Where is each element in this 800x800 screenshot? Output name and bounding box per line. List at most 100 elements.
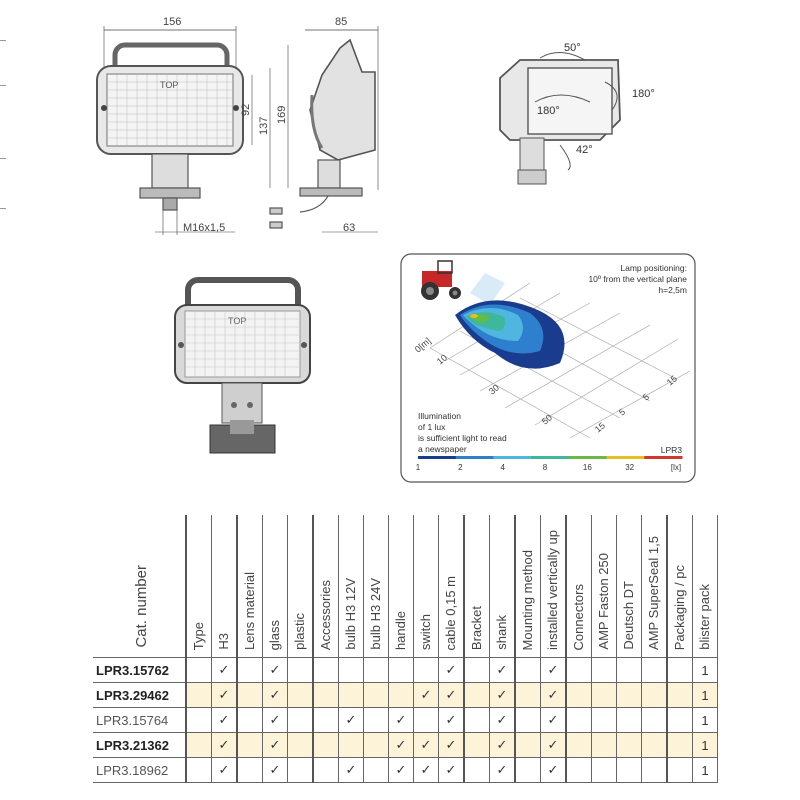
color-scale-label: 16 bbox=[583, 463, 592, 472]
table-cell bbox=[287, 707, 314, 733]
table-cell bbox=[185, 707, 212, 733]
table-cell: ✓ bbox=[489, 707, 516, 733]
table-cell bbox=[463, 757, 490, 783]
table-cell bbox=[338, 657, 364, 683]
column-header-label: Accessories bbox=[318, 579, 333, 650]
table-cell bbox=[616, 707, 642, 733]
table-cell bbox=[565, 707, 592, 733]
pack-quantity: 1 bbox=[701, 737, 709, 753]
check-mark-icon: ✓ bbox=[547, 712, 559, 727]
column-header-label: Lens material bbox=[242, 571, 257, 650]
table-cell: 1 bbox=[692, 682, 718, 708]
top-label-photo: TOP bbox=[228, 316, 246, 326]
cat-number: LPR3.21362 bbox=[96, 737, 169, 753]
table-cell: ✓ bbox=[489, 732, 516, 758]
column-header: handle bbox=[388, 515, 414, 658]
column-header-label: AMP Faston 250 bbox=[596, 553, 611, 650]
color-scale-segment bbox=[455, 456, 494, 459]
table-cell: ✓ bbox=[438, 732, 465, 758]
column-header-label: Mounting method bbox=[520, 549, 535, 650]
color-scale-segment bbox=[606, 456, 645, 459]
check-mark-icon: ✓ bbox=[496, 712, 508, 727]
table-cell bbox=[591, 757, 617, 783]
check-mark-icon: ✓ bbox=[445, 737, 457, 752]
table-cell: ✓ bbox=[338, 757, 364, 783]
table-cell bbox=[666, 757, 693, 783]
column-header-label: Bracket bbox=[469, 605, 484, 650]
table-cell: ✓ bbox=[388, 757, 414, 783]
table-cell bbox=[363, 707, 389, 733]
cat-number: LPR3.29462 bbox=[96, 687, 169, 703]
table-cell bbox=[312, 657, 339, 683]
column-header-label: bulb H3 12V bbox=[343, 578, 358, 650]
column-header-label: cable 0,15 m bbox=[443, 575, 458, 650]
table-cell: ✓ bbox=[413, 682, 439, 708]
table-cell: 1 bbox=[692, 657, 718, 683]
table-cell: 1 bbox=[692, 707, 718, 733]
cat-number-cell: LPR3.29462 bbox=[93, 682, 187, 708]
note-line3: is sufficient light to read bbox=[418, 433, 507, 443]
axis-30: 30 bbox=[487, 382, 501, 396]
angle-180-left: 180° bbox=[537, 105, 560, 117]
check-mark-icon: ✓ bbox=[395, 737, 407, 752]
table-cell bbox=[363, 682, 389, 708]
column-header: bulb H3 12V bbox=[338, 515, 364, 658]
table-cell bbox=[363, 657, 389, 683]
check-mark-icon: ✓ bbox=[269, 687, 281, 702]
table-cell: ✓ bbox=[438, 657, 465, 683]
table-cell bbox=[666, 732, 693, 758]
lamp-illustration: TOP bbox=[174, 277, 311, 454]
dimension-drawing: 156 85 TOP 92 137 169 M16x1,5 63 bbox=[96, 16, 379, 235]
check-mark-icon: ✓ bbox=[445, 687, 457, 702]
column-header-label: glass bbox=[267, 619, 282, 650]
margin-mark bbox=[0, 85, 6, 86]
table-cell: ✓ bbox=[540, 657, 567, 683]
table-cell bbox=[463, 732, 490, 758]
table-cell bbox=[591, 707, 617, 733]
column-header-label: Connectors bbox=[571, 583, 586, 650]
column-header: Lens material bbox=[236, 515, 263, 658]
table-cell bbox=[641, 757, 668, 783]
check-mark-icon: ✓ bbox=[269, 737, 281, 752]
table-cell: ✓ bbox=[338, 707, 364, 733]
table-cell bbox=[388, 682, 414, 708]
column-header: installed vertically up bbox=[540, 515, 567, 658]
check-mark-icon: ✓ bbox=[420, 737, 432, 752]
dim-depth: 85 bbox=[335, 16, 347, 28]
table-cell bbox=[185, 757, 212, 783]
table-cell bbox=[641, 657, 668, 683]
positioning-line2: 10º from the vertical plane bbox=[588, 274, 687, 284]
table-row: LPR3.29462✓✓✓✓✓✓1 bbox=[93, 682, 718, 708]
column-header-label: bulb H3 24V bbox=[368, 578, 383, 650]
column-header: switch bbox=[413, 515, 439, 658]
table-cell bbox=[236, 757, 263, 783]
table-cell: ✓ bbox=[540, 707, 567, 733]
table-cell bbox=[591, 682, 617, 708]
table-cell bbox=[185, 682, 212, 708]
color-scale-segment bbox=[531, 456, 570, 459]
table-cell bbox=[185, 732, 212, 758]
side-5a: 5 bbox=[641, 392, 651, 403]
check-mark-icon: ✓ bbox=[496, 762, 508, 777]
check-mark-icon: ✓ bbox=[420, 762, 432, 777]
cat-number: LPR3.18962 bbox=[96, 762, 169, 778]
table-cell bbox=[666, 707, 693, 733]
table-cell bbox=[565, 657, 592, 683]
table-row: LPR3.15762✓✓✓✓✓1 bbox=[93, 657, 718, 683]
dim-63: 63 bbox=[343, 222, 355, 234]
table-cell: ✓ bbox=[413, 732, 439, 758]
table-cell: ✓ bbox=[211, 657, 238, 683]
table-cell bbox=[514, 707, 541, 733]
check-mark-icon: ✓ bbox=[445, 662, 457, 677]
table-cell bbox=[641, 707, 668, 733]
positioning-line1: Lamp positioning: bbox=[620, 263, 687, 273]
column-header: Bracket bbox=[463, 515, 490, 658]
column-header: Connectors bbox=[565, 515, 592, 658]
column-header: plastic bbox=[287, 515, 314, 658]
check-mark-icon: ✓ bbox=[269, 762, 281, 777]
column-header: Deutsch DT bbox=[616, 515, 642, 658]
model-label: LPR3 bbox=[661, 445, 683, 455]
table-cell: ✓ bbox=[438, 757, 465, 783]
margin-mark bbox=[0, 208, 6, 209]
